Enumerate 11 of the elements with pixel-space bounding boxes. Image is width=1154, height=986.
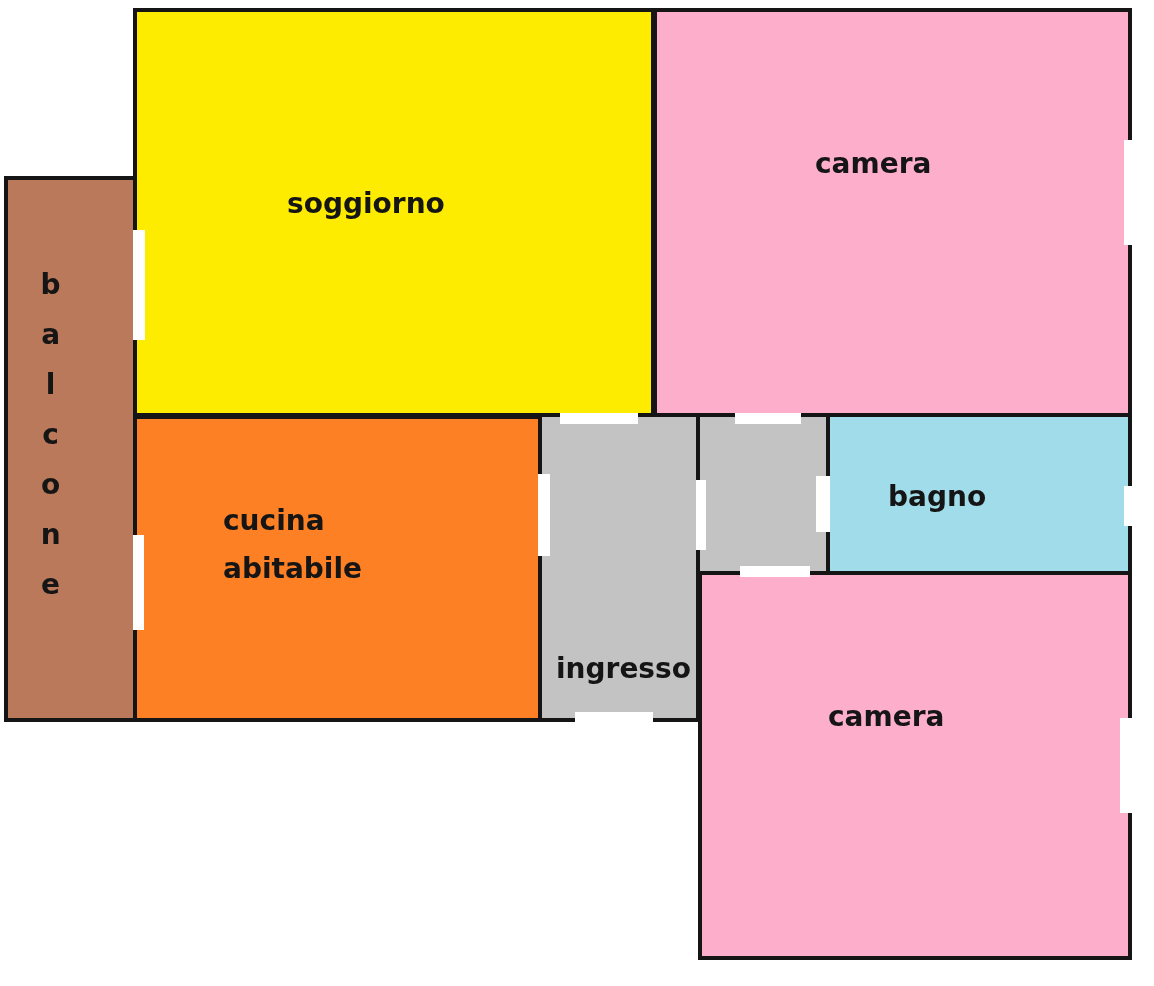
- room-label: camera: [815, 146, 932, 182]
- room-label: camera: [828, 699, 945, 735]
- room-label: ingresso: [556, 651, 691, 687]
- room-label: soggiorno: [287, 186, 445, 222]
- room-area: [698, 571, 1132, 960]
- room-area: [133, 8, 655, 417]
- hallway-area: [538, 413, 700, 722]
- hallway-area: [696, 413, 830, 577]
- room-label: balcone: [39, 267, 62, 603]
- room-label: cucina abitabile: [223, 503, 364, 587]
- room-label: bagno: [888, 479, 987, 515]
